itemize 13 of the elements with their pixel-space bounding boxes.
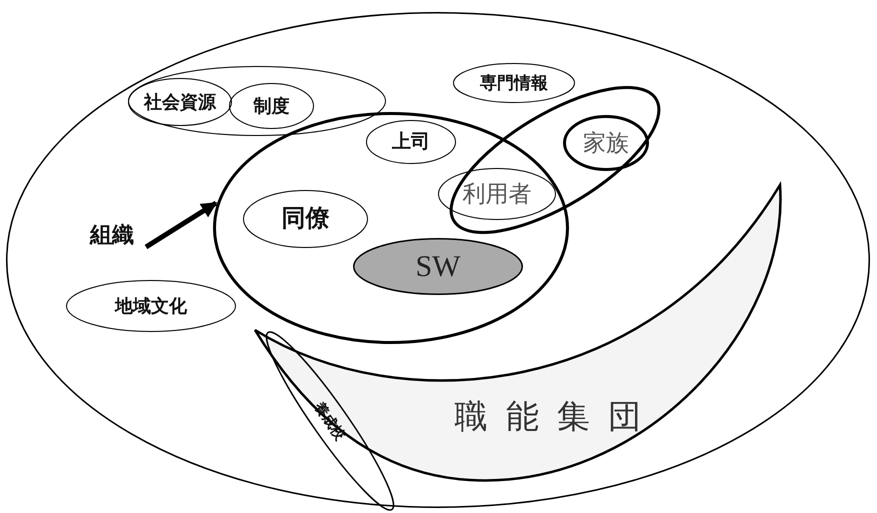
oval-label: 専門情報	[480, 74, 548, 92]
oval-label: 制度	[254, 97, 290, 115]
oval-label: 上司	[392, 132, 430, 152]
oval-label: 家族	[583, 132, 629, 154]
oval-label: 職能集団	[454, 402, 660, 434]
oval-label: 養成校	[312, 400, 348, 442]
oval-label: 利用者	[460, 182, 534, 206]
oval-label: 社会資源	[144, 93, 216, 111]
oval-label: 同僚	[282, 207, 330, 231]
oval-label: 地域文化	[115, 297, 187, 315]
oval-label: SW	[416, 252, 460, 282]
arrow	[144, 200, 218, 250]
text-label: 組織	[90, 224, 134, 246]
